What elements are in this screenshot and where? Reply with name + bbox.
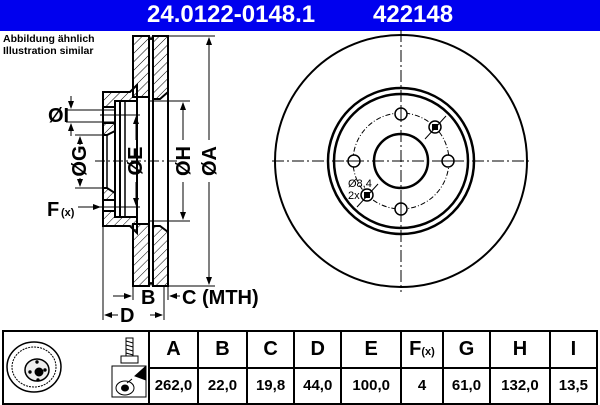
header-C: C [245, 330, 296, 369]
value-C: 19,8 [245, 366, 296, 405]
header-F-letter: F [409, 337, 422, 360]
label-F-suffix: (x) [61, 207, 75, 219]
value-I: 13,5 [548, 366, 599, 405]
value-B: 22,0 [197, 366, 248, 405]
header-H: H [489, 330, 551, 369]
value-G: 61,0 [441, 366, 492, 405]
label-dia-E: ØE [125, 147, 147, 176]
reference-number: 422148 [373, 1, 454, 28]
part-number: 24.0122-0148.1 [147, 1, 316, 28]
value-A: 262,0 [148, 366, 199, 405]
label-D: D [120, 305, 134, 327]
front-view [272, 30, 532, 292]
header-I: I [548, 330, 599, 369]
bolt-icon [120, 337, 139, 364]
caption-en: Illustration similar [3, 45, 94, 57]
label-dia-A: ØA [199, 146, 221, 176]
header-A: A [148, 330, 199, 369]
title-bar: 24.0122-0148.1 422148 [0, 0, 600, 31]
label-dia-H: ØH [173, 146, 195, 176]
table-values-row: 262,0 22,0 19,8 44,0 100,0 4 61,0 132,0 … [3, 366, 599, 405]
hole-diameter-label: Ø8,4 [348, 178, 372, 190]
label-dia-G: ØG [69, 145, 91, 176]
header-G: G [441, 330, 492, 369]
header-B: B [197, 330, 248, 369]
label-B: B [141, 287, 155, 309]
disc-thumbnail-icon [6, 337, 147, 398]
header-D: D [293, 330, 343, 369]
hole-count-label: 2x [348, 190, 360, 202]
technical-drawing: ØI ØG ØE ØH ØA F (x) B C (MTH) D [47, 30, 532, 327]
label-C-mth: C (MTH) [182, 287, 259, 309]
product-icons-cell [2, 330, 150, 405]
value-F: 4 [400, 366, 444, 405]
label-dia-I: ØI [48, 105, 69, 127]
cross-section-view [66, 35, 215, 320]
header-E: E [340, 330, 403, 369]
value-H: 132,0 [489, 366, 551, 405]
label-F: F [47, 199, 59, 221]
caption-de: Abbildung ähnlich [3, 33, 95, 45]
illustration-caption: Abbildung ähnlich Illustration similar [3, 33, 95, 57]
table-header-row: A B C D E F(x) G H I [2, 330, 599, 405]
header-F-suffix: (x) [421, 345, 435, 358]
dimensions-table: A B C D E F(x) G H I 262,0 22,0 19,8 44,… [2, 330, 599, 405]
spray-cleaning-icon [111, 365, 147, 398]
value-E: 100,0 [340, 366, 403, 405]
value-D: 44,0 [293, 366, 343, 405]
header-F: F(x) [400, 330, 444, 369]
